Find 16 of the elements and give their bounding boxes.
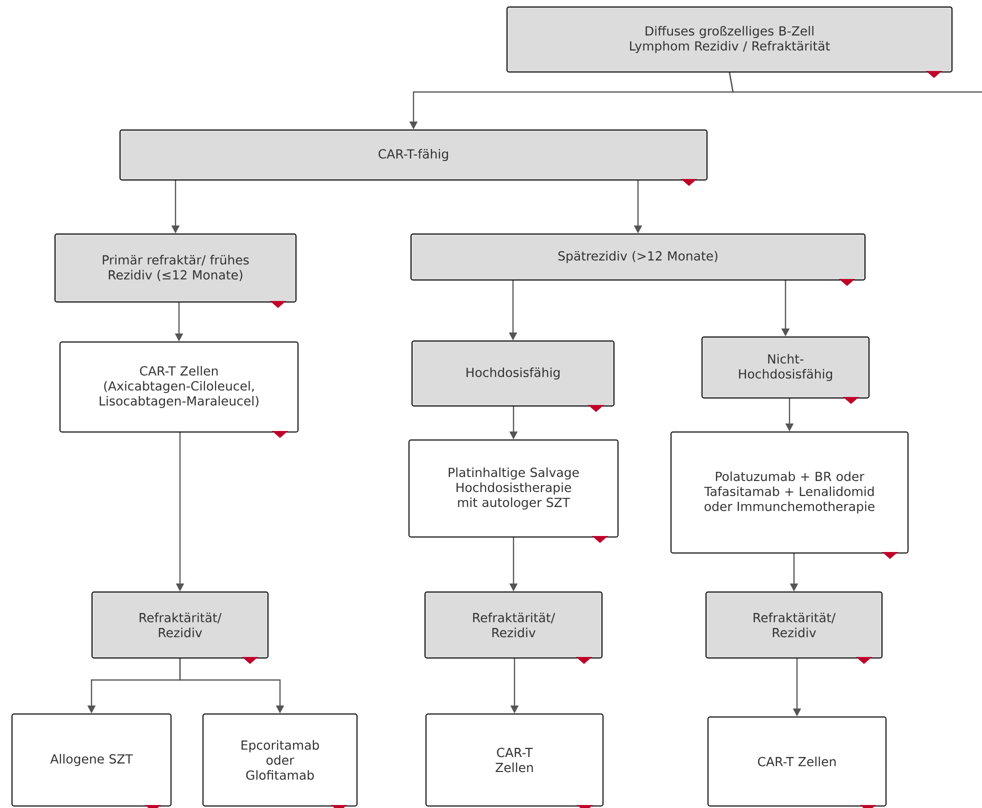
treatment-box: Epcoritamab oder Glofitamab: [202, 714, 358, 806]
decision-box: Spätrezidiv (>12 Monate): [410, 234, 866, 280]
decision-box: Diffuses großzelliges B-Zell Lymphom Rezidiv / Refraktärität: [506, 6, 952, 72]
decision-box: Nicht- Hochdosisfähig: [702, 336, 870, 398]
treatment-box: Platinhaltige Salvage Hochdosistherapie mit autologer SZT: [408, 440, 618, 538]
treatment-box: Allogene SZT: [12, 714, 172, 806]
decision-box: Refraktärität/ Rezidiv: [706, 592, 882, 658]
decision-box: Primär refraktär/ frühes Rezidiv (≤12 Monate): [54, 234, 296, 302]
treatment-box: CAR-T Zellen (Axicabtagen-Ciloleucel, Lisocabtagen-Maraleucel): [60, 342, 298, 432]
decision-box: CAR-T-fähig: [120, 130, 708, 180]
treatment-box: CAR-T Zellen: [426, 714, 604, 806]
decision-box: Refraktärität/ Rezidiv: [92, 592, 268, 658]
decision-box: Hochdosisfähig: [412, 340, 614, 406]
decision-box: Refraktärität/ Rezidiv: [424, 592, 602, 658]
treatment-box: Polatuzumab + BR oder Tafasitamab + Lenalidomid oder Immunchemotherapie: [670, 432, 908, 554]
treatment-box: CAR-T Zellen: [708, 716, 886, 806]
